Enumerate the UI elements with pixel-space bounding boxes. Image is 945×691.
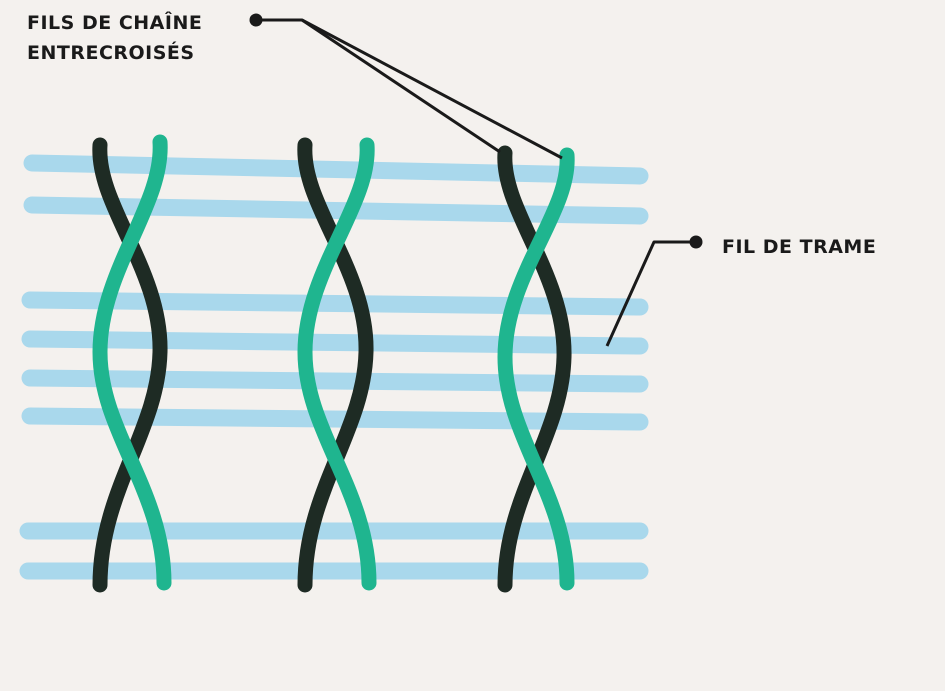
warp-label-line-2: ENTRECROISÉS xyxy=(27,42,195,64)
warp-thread-dark xyxy=(497,145,572,593)
weft-threads xyxy=(19,154,649,580)
weft-thread xyxy=(21,407,649,431)
weft-callout-line xyxy=(605,240,693,347)
warp-thread-green xyxy=(497,147,575,591)
warp-threads-green xyxy=(92,134,575,591)
warp-callout-line xyxy=(256,18,501,154)
warp-threads-dark xyxy=(92,137,572,593)
weft-thread xyxy=(23,196,649,225)
weft-thread xyxy=(21,369,649,393)
weft-thread xyxy=(21,330,649,355)
warp-thread-dark xyxy=(297,137,374,593)
weft-callout-dot xyxy=(689,235,703,249)
warp-callout-dot xyxy=(249,13,263,27)
warp-threads-label: FILS DE CHAÎNE ENTRECROISÉS xyxy=(27,8,202,68)
weft-thread-label: FIL DE TRAME xyxy=(722,236,877,258)
warp-callout-line xyxy=(301,18,563,160)
warp-label-line-1: FILS DE CHAÎNE xyxy=(27,12,203,34)
warp-thread-green xyxy=(297,137,377,591)
callout-lines xyxy=(249,13,703,347)
weft-thread xyxy=(21,291,649,316)
weft-thread xyxy=(23,154,649,185)
warp-thread-dark xyxy=(92,137,168,593)
warp-thread-green xyxy=(92,134,172,591)
